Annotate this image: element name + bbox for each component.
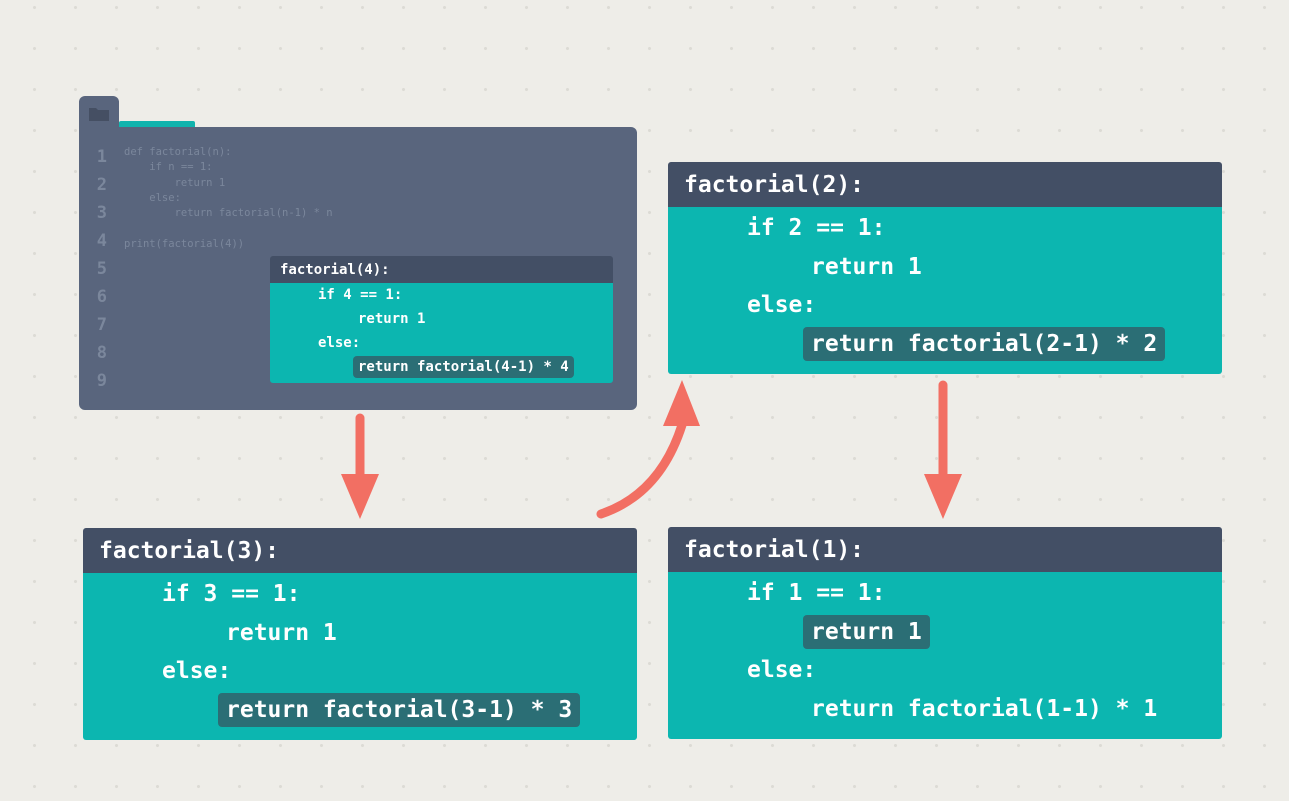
return-base-line: return 1 bbox=[811, 254, 922, 280]
return-recursive-line: return factorial(1-1) * 1 bbox=[811, 696, 1158, 722]
arrow-down-icon bbox=[341, 413, 379, 519]
else-line: else: bbox=[747, 292, 817, 318]
line-number: 3 bbox=[96, 203, 107, 223]
line-number: 2 bbox=[96, 175, 107, 195]
line-number: 5 bbox=[96, 259, 107, 279]
highlighted-return-recursive: return factorial(4-1) * 4 bbox=[353, 356, 574, 378]
arrow-curved-up-icon bbox=[596, 380, 700, 519]
arrow-down-icon bbox=[924, 380, 962, 519]
line-number: 1 bbox=[96, 147, 107, 167]
if-line: if 2 == 1: bbox=[747, 215, 886, 241]
call-frame-factorial-2: factorial(2): if 2 == 1: return 1 else: … bbox=[668, 162, 1222, 374]
else-line: else: bbox=[318, 335, 361, 351]
else-line: else: bbox=[162, 658, 232, 684]
source-code[interactable]: def factorial(n): if n == 1: return 1 el… bbox=[124, 146, 333, 250]
if-line: if 4 == 1: bbox=[318, 287, 403, 303]
if-line: if 3 == 1: bbox=[162, 581, 301, 607]
line-number: 8 bbox=[96, 343, 107, 363]
highlighted-return-recursive: return factorial(3-1) * 3 bbox=[218, 693, 581, 727]
highlighted-return-base: return 1 bbox=[803, 615, 930, 649]
folder-icon bbox=[89, 108, 109, 121]
call-frame-factorial-1: factorial(1): if 1 == 1: return 1 else: … bbox=[668, 527, 1222, 739]
call-frame-factorial-4: factorial(4): if 4 == 1: return 1 else: … bbox=[270, 256, 613, 383]
call-frame-factorial-3: factorial(3): if 3 == 1: return 1 else: … bbox=[83, 528, 637, 740]
highlighted-return-recursive: return factorial(2-1) * 2 bbox=[803, 327, 1166, 361]
frame-header: factorial(4): bbox=[270, 256, 613, 283]
frame-header: factorial(3): bbox=[83, 528, 637, 573]
line-number: 7 bbox=[96, 315, 107, 335]
line-number: 6 bbox=[96, 287, 107, 307]
frame-body: if 1 == 1: return 1 else: return factori… bbox=[668, 572, 1222, 739]
if-line: if 1 == 1: bbox=[747, 580, 886, 606]
line-number: 4 bbox=[96, 231, 107, 251]
active-tab-indicator bbox=[119, 121, 195, 127]
return-base-line: return 1 bbox=[226, 620, 337, 646]
frame-body: if 2 == 1: return 1 else: return factori… bbox=[668, 207, 1222, 374]
editor-tab[interactable] bbox=[79, 96, 119, 130]
return-base-line: return 1 bbox=[358, 311, 426, 327]
else-line: else: bbox=[747, 657, 817, 683]
frame-body: if 3 == 1: return 1 else: return factori… bbox=[83, 573, 637, 740]
line-number: 9 bbox=[96, 371, 107, 391]
frame-header: factorial(1): bbox=[668, 527, 1222, 572]
frame-header: factorial(2): bbox=[668, 162, 1222, 207]
frame-body: if 4 == 1: return 1 else: return factori… bbox=[270, 283, 613, 383]
